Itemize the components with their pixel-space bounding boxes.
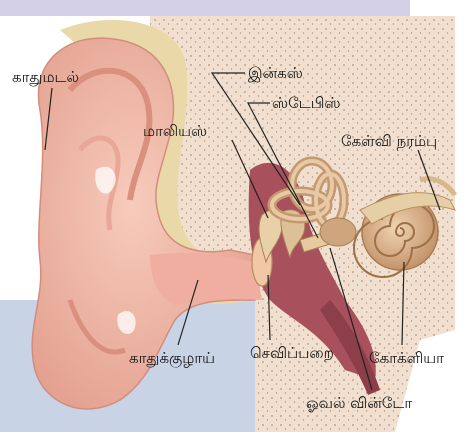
ear-canal-shape (150, 253, 262, 305)
label-eardrum: செவிப்பறை (250, 344, 334, 362)
label-malleus: மாலியஸ் (143, 122, 207, 140)
label-cochlea: கோக்ளியா (369, 349, 444, 367)
label-pinna: காதுமடல் (12, 68, 79, 86)
background-blue-top (0, 0, 410, 16)
label-oval-window: ஓவல் வின்டோ (306, 394, 412, 412)
label-incus: இன்கஸ் (248, 64, 303, 82)
label-auditory-nerve: கேள்வி நரம்பு (341, 132, 437, 150)
vestibule (320, 218, 356, 246)
label-stapes: ஸ்டேபிஸ் (272, 94, 341, 112)
label-ear-canal: காதுக்குழாய் (129, 349, 215, 367)
